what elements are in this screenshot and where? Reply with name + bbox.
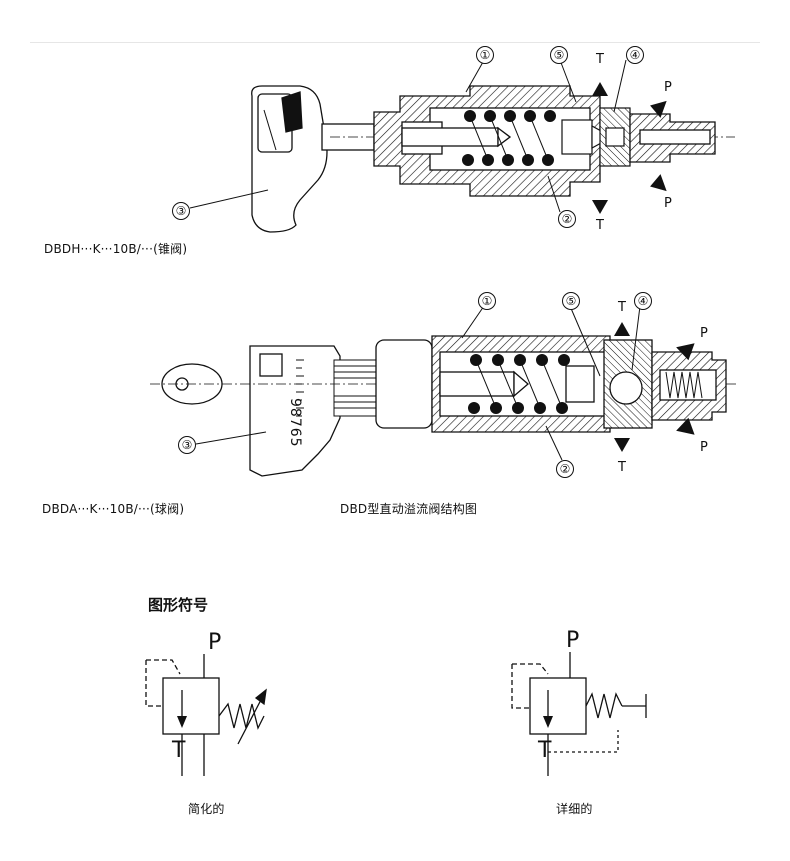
callout-5-top: ⑤: [550, 46, 568, 64]
cone-t-arrow-down: [592, 200, 608, 214]
simplified-port-t: T: [172, 738, 186, 763]
detailed-port-t: T: [538, 738, 552, 763]
ball-threaded-sleeve: [333, 359, 377, 417]
top-divider: [30, 42, 760, 43]
ball-t-arrow-down: [614, 438, 630, 452]
callout-5-mid: ⑤: [562, 292, 580, 310]
ball-handwheel: [161, 345, 341, 477]
ball-port-p-top: P: [700, 326, 708, 341]
callout-1-mid: ①: [478, 292, 496, 310]
simplified-symbol: [145, 654, 267, 776]
cone-valve-caption: DBDH···K···10B/···(锥阀): [44, 242, 188, 256]
callout-4-mid: ④: [634, 292, 652, 310]
ball-port-p-bottom: P: [700, 440, 708, 455]
cone-port-t-bottom: T: [596, 218, 604, 233]
ball-port-t-top: T: [618, 300, 626, 315]
callout-2-mid: ②: [556, 460, 574, 478]
cone-p-arrow-top: [650, 100, 667, 118]
simplified-symbol-caption: 简化的: [188, 802, 225, 816]
callout-4-top: ④: [626, 46, 644, 64]
cone-port-p-bottom: P: [664, 196, 672, 211]
cone-port-p-top: P: [664, 80, 672, 95]
ball-port-t-bottom: T: [618, 460, 626, 475]
cone-p-arrow-bottom: [650, 174, 667, 192]
dial-digits: 98765: [287, 398, 303, 448]
ball-inlet: [651, 351, 727, 421]
ball-p-arrow-bottom: [676, 417, 695, 435]
callout-3-mid: ③: [178, 436, 196, 454]
ball-valve-caption: DBDA···K···10B/···(球阀): [42, 502, 185, 516]
symbols-title: 图形符号: [148, 596, 209, 614]
ball-small-spring: [665, 371, 703, 399]
ball-p-arrow-top: [676, 343, 695, 361]
ball-locknut: [375, 339, 433, 429]
callout-3-top: ③: [172, 202, 190, 220]
cone-port-t-top: T: [596, 52, 604, 67]
cone-t-arrow-up: [592, 82, 608, 96]
detailed-symbol: [511, 652, 647, 776]
callout-2-top: ②: [558, 210, 576, 228]
main-figure-title: DBD型直动溢流阀结构图: [340, 502, 478, 516]
cone-poppet: [561, 107, 631, 167]
detailed-symbol-caption: 详细的: [556, 802, 593, 816]
ball-t-arrow-up: [614, 322, 630, 336]
detailed-port-p: P: [566, 628, 580, 653]
callout-1-top: ①: [476, 46, 494, 64]
simplified-port-p: P: [208, 630, 222, 655]
cone-inlet: [629, 113, 716, 163]
cone-handwheel: [251, 85, 328, 233]
